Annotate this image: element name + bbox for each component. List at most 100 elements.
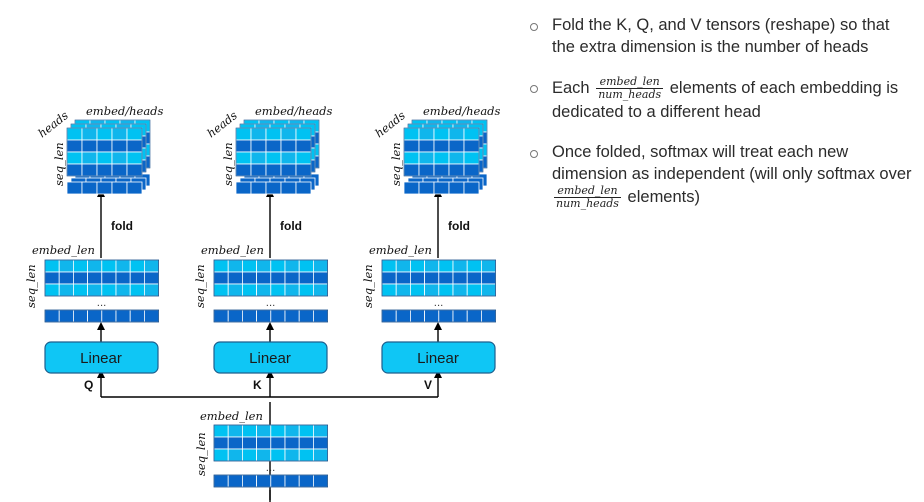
embed-heads-label: embed/heads xyxy=(423,104,501,118)
connector-lines xyxy=(97,189,442,502)
matrix-border xyxy=(213,424,328,462)
matrix-cell xyxy=(213,474,229,488)
matrix-cell xyxy=(295,151,312,165)
matrix-cell xyxy=(87,283,103,297)
matrix-cell xyxy=(424,309,440,323)
matrix-cell xyxy=(448,163,465,177)
fraction-numerator: embed_len xyxy=(554,185,621,198)
matrix-cell xyxy=(227,424,243,438)
matrix-cell xyxy=(115,259,131,273)
matrix-cell xyxy=(111,163,128,177)
matrix-cell xyxy=(463,163,480,177)
matrix-cell xyxy=(256,309,272,323)
matrix-cell xyxy=(418,151,435,165)
matrix-cell xyxy=(44,271,60,285)
embed-len-label: embed_len xyxy=(32,243,95,257)
seq-len-label: seq_len xyxy=(52,142,66,186)
matrix-border xyxy=(213,474,328,488)
matrix-cell xyxy=(256,436,272,450)
branch-label-q: Q xyxy=(84,378,93,392)
embed-len-label: embed_len xyxy=(200,409,263,423)
matrix-cell xyxy=(235,151,252,165)
matrix-cell xyxy=(73,271,89,285)
matrix-cell xyxy=(298,474,314,488)
fold-label: fold xyxy=(448,219,470,233)
matrix-cell xyxy=(143,283,159,297)
matrix-cell xyxy=(66,127,83,141)
matrix-cell xyxy=(424,259,440,273)
matrix-cell xyxy=(73,309,89,323)
matrix-cell xyxy=(213,424,229,438)
matrix-cell xyxy=(395,271,411,285)
matrix-cell xyxy=(96,139,113,153)
head-layer xyxy=(235,127,312,195)
matrix-cell xyxy=(87,309,103,323)
matrix-cell xyxy=(312,283,328,297)
matrix-cell xyxy=(126,163,143,177)
matrix-border xyxy=(381,259,496,297)
matrix-cell xyxy=(466,283,482,297)
embed-len-label: embed_len xyxy=(369,243,432,257)
embed-heads-label: embed/heads xyxy=(86,104,164,118)
matrix-cell xyxy=(44,309,60,323)
matrix-cell xyxy=(409,271,425,285)
bullet-item: Fold the K, Q, and V tensors (reshape) s… xyxy=(530,14,915,58)
matrix-cell xyxy=(235,163,252,177)
matrix-cell xyxy=(101,309,117,323)
matrix-cell xyxy=(227,259,243,273)
bullet-circle-icon xyxy=(530,23,538,31)
input-embedding-matrix: ... xyxy=(213,424,328,488)
matrix-cell xyxy=(424,283,440,297)
matrix-cell xyxy=(270,283,286,297)
matrix-cell xyxy=(111,127,128,141)
seq-len-label: seq_len xyxy=(389,142,403,186)
sequence-embedding-matrix: ... xyxy=(213,259,328,323)
bullet-item: Once folded, softmax will treat each new… xyxy=(530,141,915,210)
matrix-cell xyxy=(115,309,131,323)
matrix-cell xyxy=(298,424,314,438)
matrix-cell xyxy=(480,309,496,323)
matrix-cell xyxy=(96,181,113,195)
matrix-cell xyxy=(126,127,143,141)
matrix-cell xyxy=(227,448,243,462)
matrix-cell xyxy=(126,181,143,195)
matrix-cell xyxy=(265,151,282,165)
matrix-cell xyxy=(81,127,98,141)
matrix-cell xyxy=(250,181,267,195)
matrix-cell xyxy=(284,309,300,323)
embed-len-label: embed_len xyxy=(201,243,264,257)
bullet-circle-icon xyxy=(530,150,538,158)
matrix-cell xyxy=(452,271,468,285)
fraction-denominator: num_heads xyxy=(598,88,662,101)
matrix-cell xyxy=(452,309,468,323)
matrix-cell xyxy=(227,474,243,488)
matrix-cell xyxy=(81,139,98,153)
matrix-cell xyxy=(241,259,257,273)
bullet-text-end: elements) xyxy=(627,187,700,206)
matrix-cell xyxy=(409,283,425,297)
matrix-border xyxy=(381,309,496,323)
linear-layer-box xyxy=(213,341,328,374)
matrix-cell xyxy=(96,127,113,141)
matrix-cell xyxy=(235,139,252,153)
matrix-cell xyxy=(295,181,312,195)
matrix-cell xyxy=(111,139,128,153)
matrix-cell xyxy=(280,151,297,165)
matrix-cell xyxy=(466,259,482,273)
matrix-cell xyxy=(463,139,480,153)
matrix-cell xyxy=(480,283,496,297)
ellipsis: ... xyxy=(97,298,107,309)
bullet-list: Fold the K, Q, and V tensors (reshape) s… xyxy=(530,14,915,228)
matrix-cell xyxy=(312,259,328,273)
matrix-cell xyxy=(463,127,480,141)
matrix-cell xyxy=(466,309,482,323)
matrix-cell xyxy=(250,151,267,165)
matrix-cell xyxy=(129,271,145,285)
bullet-text: Fold the K, Q, and V tensors (reshape) s… xyxy=(552,16,890,56)
matrix-cell xyxy=(265,139,282,153)
matrix-cell xyxy=(270,259,286,273)
bullet-text-end: elements of each embedding is dedicated … xyxy=(552,78,899,121)
matrix-cell xyxy=(256,283,272,297)
matrix-cell xyxy=(241,424,257,438)
matrix-cell xyxy=(448,139,465,153)
